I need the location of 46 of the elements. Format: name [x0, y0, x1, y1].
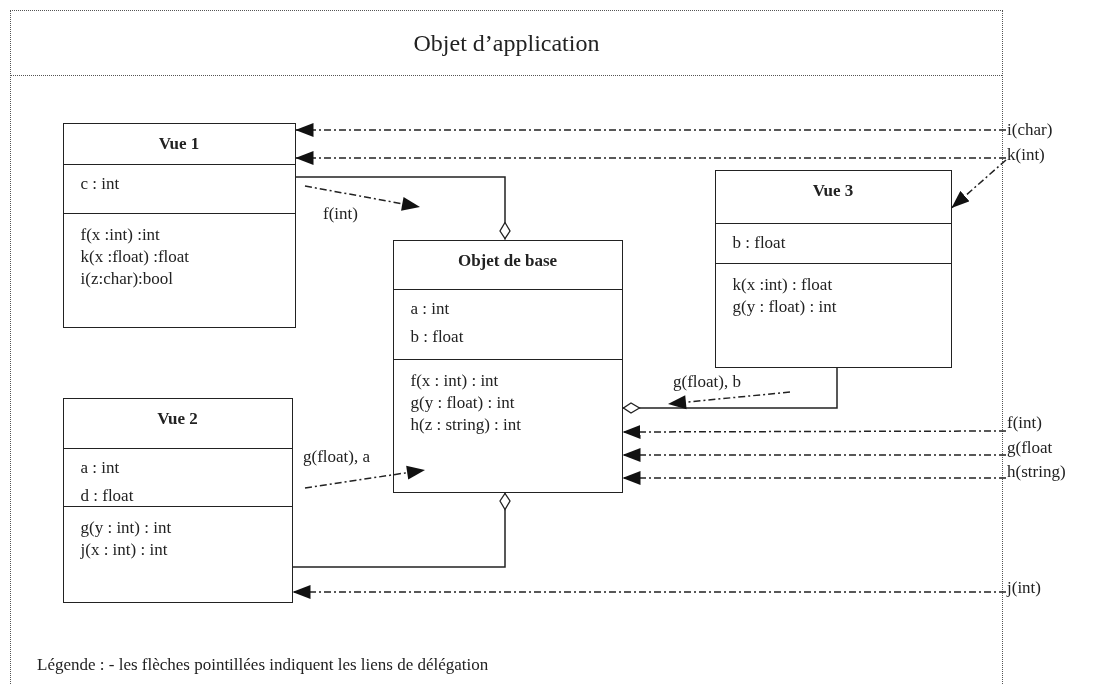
method-text: j(x : int) : int: [80, 538, 169, 561]
delegation-arrow: [294, 123, 1007, 137]
aggregation-line: [294, 176, 511, 241]
class-name: Objet de base: [456, 249, 559, 272]
method-text: g(y : int) : int: [80, 516, 173, 539]
method-text: f(x :int) :int: [80, 223, 161, 246]
method-text: h(z : string) : int: [410, 413, 522, 436]
frame-box: [10, 10, 1003, 684]
message-label: f(int): [1007, 413, 1042, 432]
class-name: Vue 1: [157, 132, 201, 155]
message-label: g(float), b: [673, 372, 741, 392]
method-text: g(y : float) : int: [410, 391, 516, 414]
method-text: i(z:char):bool: [80, 267, 174, 290]
attribute-text: a : int: [410, 297, 451, 320]
class-name: Vue 2: [156, 407, 199, 430]
method-text: k(x :int) : float: [732, 273, 834, 296]
attribute-text: b : float: [410, 325, 465, 348]
method-text: k(x :float) :float: [80, 245, 191, 268]
method-text: f(x : int) : int: [410, 369, 500, 392]
delegation-arrow: [294, 151, 1007, 165]
attribute-text: a : int: [80, 456, 121, 479]
class-box: [714, 169, 952, 368]
delegation-arrow: [621, 448, 1007, 462]
message-label: h(string): [1007, 462, 1066, 481]
class-name: Vue 3: [811, 179, 855, 202]
aggregation-line: [621, 366, 838, 414]
class-box: [392, 239, 623, 493]
delegation-arrow: [950, 159, 1007, 209]
delegation-arrow: [621, 471, 1007, 485]
delegation-arrow: [291, 585, 1007, 599]
attribute-text: b : float: [732, 231, 787, 254]
message-label: j(int): [1007, 578, 1041, 597]
delegation-arrow: [621, 424, 1007, 439]
attribute-text: d : float: [80, 484, 135, 507]
legend-note: Légende : - les flèches pointillées indiquent les liens de délégation: [37, 655, 489, 675]
message-label: f(int): [323, 204, 358, 224]
message-label: i(char): [1007, 120, 1053, 139]
aggregation-line: [291, 491, 511, 568]
message-label: g(float), a: [303, 447, 371, 467]
message-label: g(float: [1007, 438, 1053, 457]
message-label: k(int): [1007, 145, 1045, 164]
attribute-text: c : int: [80, 172, 121, 195]
class-box: [62, 122, 296, 328]
class-box: [62, 397, 293, 603]
frame-title: Objet d’application: [413, 29, 600, 57]
method-text: g(y : float) : int: [732, 295, 838, 318]
